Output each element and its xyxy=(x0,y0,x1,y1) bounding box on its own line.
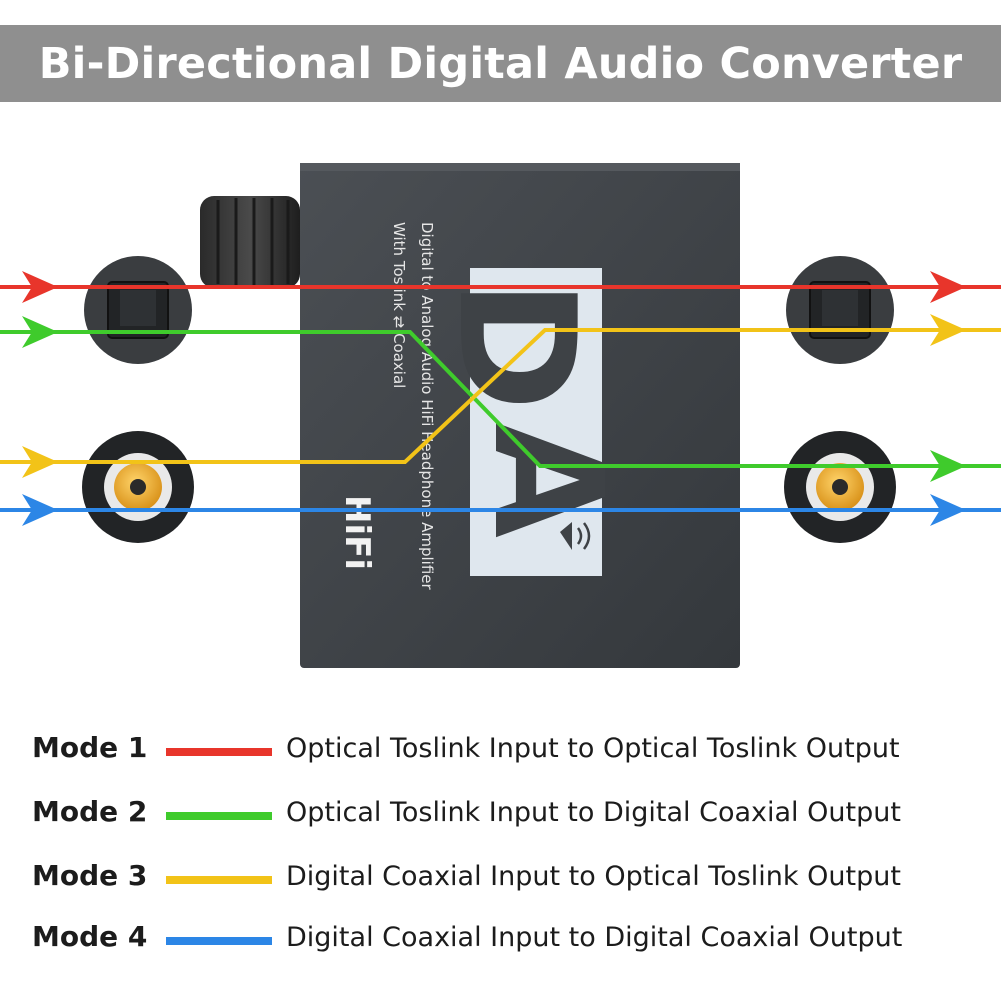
optical-port-left xyxy=(84,256,192,364)
legend-row-mode3: Mode 3 Digital Coaxial Input to Optical … xyxy=(0,853,1001,903)
mode-legend: Mode 1 Optical Toslink Input to Optical … xyxy=(0,720,1001,980)
hifi-label: HiFi xyxy=(337,495,377,570)
coaxial-port-icon xyxy=(806,453,874,521)
coaxial-port-left xyxy=(82,431,194,543)
arrow-right-icon xyxy=(930,494,966,526)
mode-color-line xyxy=(166,937,272,945)
arrow-right-icon xyxy=(22,494,58,526)
mode-label: Mode 4 xyxy=(32,920,148,953)
device-top-edge xyxy=(300,163,740,171)
coaxial-port-right xyxy=(784,431,896,543)
arrow-right-icon xyxy=(22,446,58,478)
mode-label: Mode 3 xyxy=(32,859,148,892)
mode2-path xyxy=(0,330,1001,468)
arrow-right-icon xyxy=(930,314,966,346)
mode-color-line xyxy=(166,748,272,756)
mode-color-line xyxy=(166,812,272,820)
converter-diagram: D A Digital to Analog Audio HiFi Headpho… xyxy=(0,163,1001,668)
legend-row-mode2: Mode 2 Optical Toslink Input to Digital … xyxy=(0,789,1001,839)
arrow-right-icon xyxy=(930,450,966,482)
title-banner: Bi-Directional Digital Audio Converter xyxy=(0,25,1001,102)
arrow-heads xyxy=(22,271,966,526)
logo-letter-d: D xyxy=(423,279,610,412)
mode-description: Optical Toslink Input to Digital Coaxial… xyxy=(286,797,901,828)
arrow-right-icon xyxy=(22,316,58,348)
mode-description: Digital Coaxial Input to Optical Toslink… xyxy=(286,861,901,892)
mode-description: Digital Coaxial Input to Digital Coaxial… xyxy=(286,922,903,953)
logo-panel xyxy=(470,268,602,576)
legend-row-mode4: Mode 4 Digital Coaxial Input to Digital … xyxy=(0,914,1001,964)
mode3-path xyxy=(0,328,1001,464)
device-side-text-1: Digital to Analog Audio HiFi Headphone A… xyxy=(418,222,436,590)
converter-device: D A Digital to Analog Audio HiFi Headpho… xyxy=(200,163,740,668)
arrow-right-icon xyxy=(22,271,58,303)
optical-port-right xyxy=(786,256,894,364)
mode-label: Mode 2 xyxy=(32,795,148,828)
mode-color-line xyxy=(166,876,272,884)
mode-description: Optical Toslink Input to Optical Toslink… xyxy=(286,733,900,764)
page-title: Bi-Directional Digital Audio Converter xyxy=(38,38,963,89)
device-side-text-2: With Toslink ⇄ Coaxial xyxy=(390,222,408,388)
mode-label: Mode 1 xyxy=(32,731,148,764)
signal-paths xyxy=(0,285,1001,512)
arrow-right-icon xyxy=(930,271,966,303)
speaker-icon xyxy=(560,522,591,550)
optical-port-icon xyxy=(107,281,169,339)
logo-letter-a: A xyxy=(460,422,634,538)
legend-row-mode1: Mode 1 Optical Toslink Input to Optical … xyxy=(0,725,1001,775)
coaxial-port-icon xyxy=(104,453,172,521)
optical-port-icon xyxy=(809,281,871,339)
volume-knob-icon xyxy=(200,196,300,288)
